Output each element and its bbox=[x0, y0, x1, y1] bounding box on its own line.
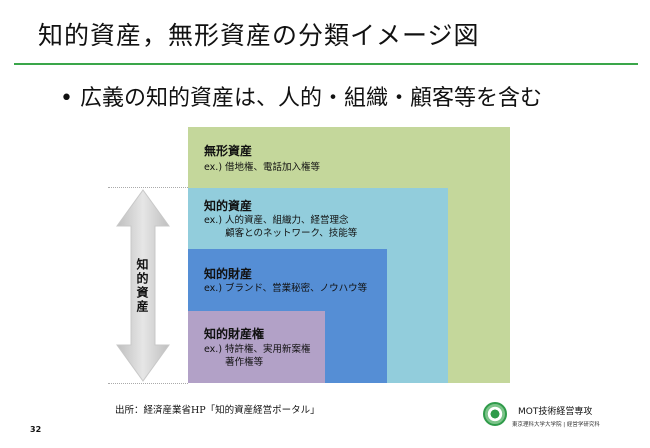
box-title: 知的財産 bbox=[204, 267, 253, 281]
box-title: 知的資産 bbox=[204, 199, 253, 213]
box-title: 無形資産 bbox=[204, 144, 253, 158]
bullet-text: • 広義の知的資産は、人的・組織・顧客等を含む bbox=[60, 86, 542, 111]
double-arrow-icon bbox=[116, 189, 170, 382]
dotted-guide-top bbox=[108, 187, 188, 188]
arrow-label: 知的資産 bbox=[135, 258, 149, 314]
box-example: ex.) 人的資産、組織力、経営理念 顧客とのネットワーク、技能等 bbox=[204, 215, 358, 239]
box-example: ex.) ブランド、営業秘密、ノウハウ等 bbox=[204, 283, 368, 294]
title-divider bbox=[14, 63, 638, 65]
university-logo-icon bbox=[483, 402, 507, 426]
box-example: ex.) 特許権、実用新案権 著作権等 bbox=[204, 344, 311, 368]
box-title: 知的財産権 bbox=[204, 327, 265, 341]
page-number: 32 bbox=[30, 425, 42, 434]
box-ip-rights: 知的財産権 ex.) 特許権、実用新案権 著作権等 bbox=[188, 311, 325, 383]
dotted-guide-bottom bbox=[108, 383, 188, 384]
footer-dept: MOT技術経営専攻 bbox=[518, 407, 593, 417]
source-note: 出所：経済産業省HP「知的資産経営ポータル」 bbox=[115, 405, 320, 416]
slide-title: 知的資産，無形資産の分類イメージ図 bbox=[38, 21, 480, 50]
footer-school: 東京理科大学大学院 | 経営学研究科 bbox=[512, 422, 600, 428]
box-example: ex.) 借地権、電話加入権等 bbox=[204, 162, 321, 173]
